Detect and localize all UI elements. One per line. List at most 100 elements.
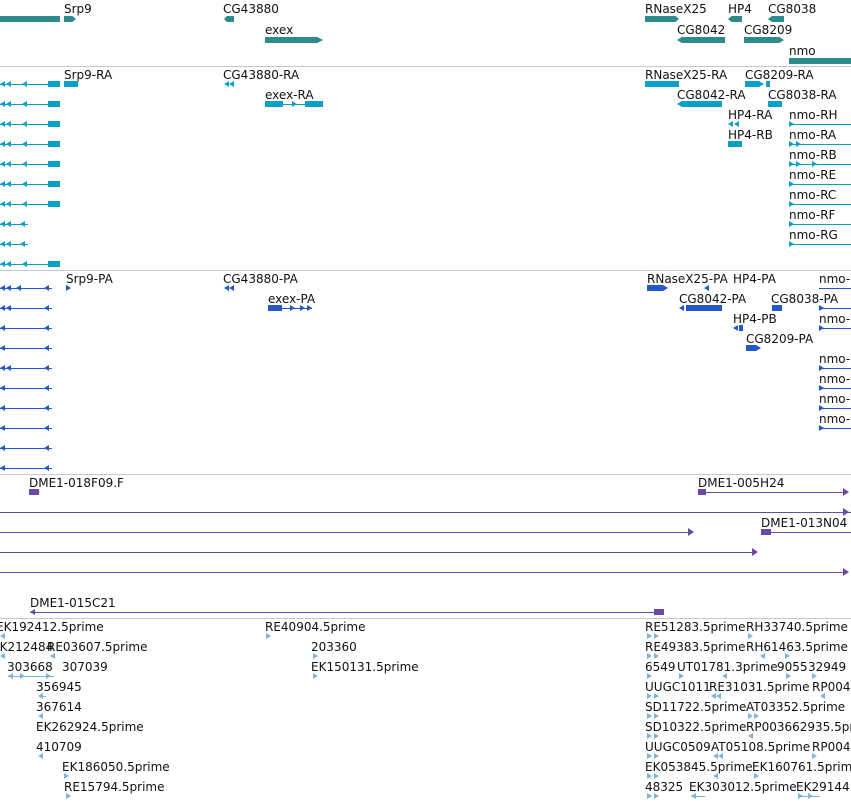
est-label[interactable]: EK160761.5prime — [752, 760, 851, 774]
strand-arrow-right-icon[interactable] — [66, 285, 71, 291]
strand-arrow-right-icon[interactable] — [789, 201, 794, 207]
transcript-label[interactable]: RNaseX25-RA — [645, 68, 728, 82]
protein-label[interactable]: CG43880-PA — [223, 272, 298, 286]
transcript-label[interactable]: CG8038-RA — [768, 88, 837, 102]
est-label[interactable]: EK192412.5prime — [0, 620, 104, 634]
strand-arrow-right-icon[interactable] — [654, 633, 659, 639]
strand-arrow-right-icon[interactable] — [647, 793, 652, 799]
feature-exon-block[interactable] — [48, 181, 60, 187]
protein-label[interactable]: Srp9-PA — [66, 272, 113, 286]
strand-arrow-right-icon[interactable] — [812, 753, 817, 759]
est-label[interactable]: RE51283.5prime — [645, 620, 746, 634]
feature-intron-line[interactable] — [0, 552, 754, 553]
gene-label[interactable]: Srp9 — [64, 2, 92, 16]
feature-intron-line[interactable] — [0, 244, 28, 245]
protein-label[interactable]: nmo- — [819, 412, 851, 426]
strand-arrow-left-icon[interactable] — [6, 121, 11, 127]
strand-arrow-right-icon[interactable] — [819, 385, 824, 391]
transcript-label[interactable]: HP4-RB — [728, 128, 773, 142]
strand-arrow-left-icon[interactable] — [0, 261, 5, 267]
strand-arrow-right-icon[interactable] — [754, 713, 759, 719]
est-label[interactable]: 6549 — [645, 660, 676, 674]
est-label[interactable]: UUGC1011 — [645, 680, 711, 694]
transcript-label[interactable]: HP4-RA — [728, 108, 773, 122]
protein-label[interactable]: nmo- — [819, 272, 851, 286]
strand-arrow-left-icon[interactable] — [716, 693, 721, 699]
strand-arrow-right-icon[interactable] — [789, 161, 794, 167]
est-label[interactable]: EK186050.5prime — [62, 760, 170, 774]
strand-arrow-right-icon[interactable] — [647, 653, 652, 659]
strand-arrow-left-icon[interactable] — [30, 609, 35, 615]
est-label[interactable]: EK150131.5prime — [311, 660, 419, 674]
est-label[interactable]: 303668 — [7, 660, 53, 674]
gene-glyph[interactable] — [677, 37, 725, 43]
feature-exon-block[interactable] — [768, 101, 782, 107]
strand-arrow-left-icon[interactable] — [0, 425, 5, 431]
feature-intron-line[interactable] — [789, 164, 851, 165]
strand-arrow-right-icon[interactable] — [654, 753, 659, 759]
strand-arrow-right-icon[interactable] — [647, 773, 652, 779]
protein-label[interactable]: CG8042-PA — [679, 292, 747, 306]
feature-exon-block[interactable] — [645, 81, 679, 87]
strand-arrow-left-icon[interactable] — [728, 121, 733, 127]
gene-glyph[interactable] — [728, 16, 742, 22]
strand-arrow-left-icon[interactable] — [6, 161, 11, 167]
strand-arrow-left-icon[interactable] — [0, 385, 5, 391]
strand-arrow-right-icon[interactable] — [72, 81, 77, 87]
strand-arrow-right-icon[interactable] — [654, 733, 659, 739]
strand-arrow-left-icon[interactable] — [44, 365, 49, 371]
feature-intron-line[interactable] — [0, 532, 690, 533]
strand-arrow-left-icon[interactable] — [6, 261, 11, 267]
strand-arrow-left-icon[interactable] — [0, 325, 5, 331]
gene-label[interactable]: CG43880 — [223, 2, 279, 16]
feature-intron-line[interactable] — [789, 124, 851, 125]
feature-intron-line[interactable] — [0, 184, 60, 185]
feature-intron-line[interactable] — [819, 428, 851, 429]
strand-arrow-left-icon[interactable] — [22, 181, 27, 187]
feature-exon-block[interactable] — [48, 81, 60, 87]
strand-arrow-left-icon[interactable] — [44, 445, 49, 451]
strand-arrow-left-icon[interactable] — [20, 241, 25, 247]
strand-arrow-right-icon[interactable] — [759, 81, 764, 87]
feature-exon-block[interactable] — [686, 305, 722, 311]
transcript-label[interactable]: CG8209-RA — [745, 68, 814, 82]
strand-arrow-left-icon[interactable] — [16, 285, 21, 291]
strand-arrow-right-icon[interactable] — [819, 405, 824, 411]
strand-arrow-right-icon[interactable] — [647, 633, 652, 639]
feature-exon-block[interactable] — [766, 81, 770, 87]
strand-arrow-left-icon[interactable] — [6, 305, 11, 311]
strand-arrow-right-icon[interactable] — [812, 673, 817, 679]
gene-glyph[interactable] — [64, 16, 76, 22]
transcript-label[interactable]: Srp9-RA — [64, 68, 113, 82]
strand-arrow-right-icon[interactable] — [647, 673, 652, 679]
strand-arrow-left-icon[interactable] — [0, 405, 5, 411]
strand-arrow-right-icon[interactable] — [654, 713, 659, 719]
strand-arrow-left-icon[interactable] — [0, 101, 5, 107]
transcript-label[interactable]: nmo-RF — [789, 208, 836, 222]
est-label[interactable]: 32949 — [808, 660, 847, 674]
transcript-label[interactable]: exex-RA — [265, 88, 314, 102]
protein-label[interactable]: RNaseX25-PA — [647, 272, 728, 286]
feature-exon-block[interactable] — [265, 101, 283, 107]
strand-arrow-left-icon[interactable] — [224, 285, 229, 291]
feature-intron-line[interactable] — [0, 348, 52, 349]
est-label[interactable]: RE03607.5prime — [47, 640, 148, 654]
feature-intron-line[interactable] — [0, 368, 52, 369]
strand-arrow-right-icon[interactable] — [754, 773, 759, 779]
strand-arrow-left-icon[interactable] — [44, 385, 49, 391]
strand-arrow-left-icon[interactable] — [677, 101, 682, 107]
strand-arrow-left-icon[interactable] — [0, 201, 5, 207]
strand-arrow-left-icon[interactable] — [44, 325, 49, 331]
feature-intron-line[interactable] — [789, 204, 851, 205]
strand-arrow-left-icon[interactable] — [22, 261, 27, 267]
feature-intron-line[interactable] — [819, 308, 851, 309]
strand-arrow-right-icon[interactable] — [654, 693, 659, 699]
est-label[interactable]: RH61463.5prime — [746, 640, 848, 654]
est-label[interactable]: RP0042 — [812, 680, 851, 694]
strand-arrow-right-icon[interactable] — [64, 773, 69, 779]
feature-intron-line[interactable] — [0, 124, 60, 125]
gene-glyph[interactable] — [0, 16, 60, 22]
feature-intron-line[interactable] — [789, 224, 851, 225]
feature-exon-block[interactable] — [739, 325, 743, 331]
strand-arrow-left-icon[interactable] — [0, 221, 5, 227]
